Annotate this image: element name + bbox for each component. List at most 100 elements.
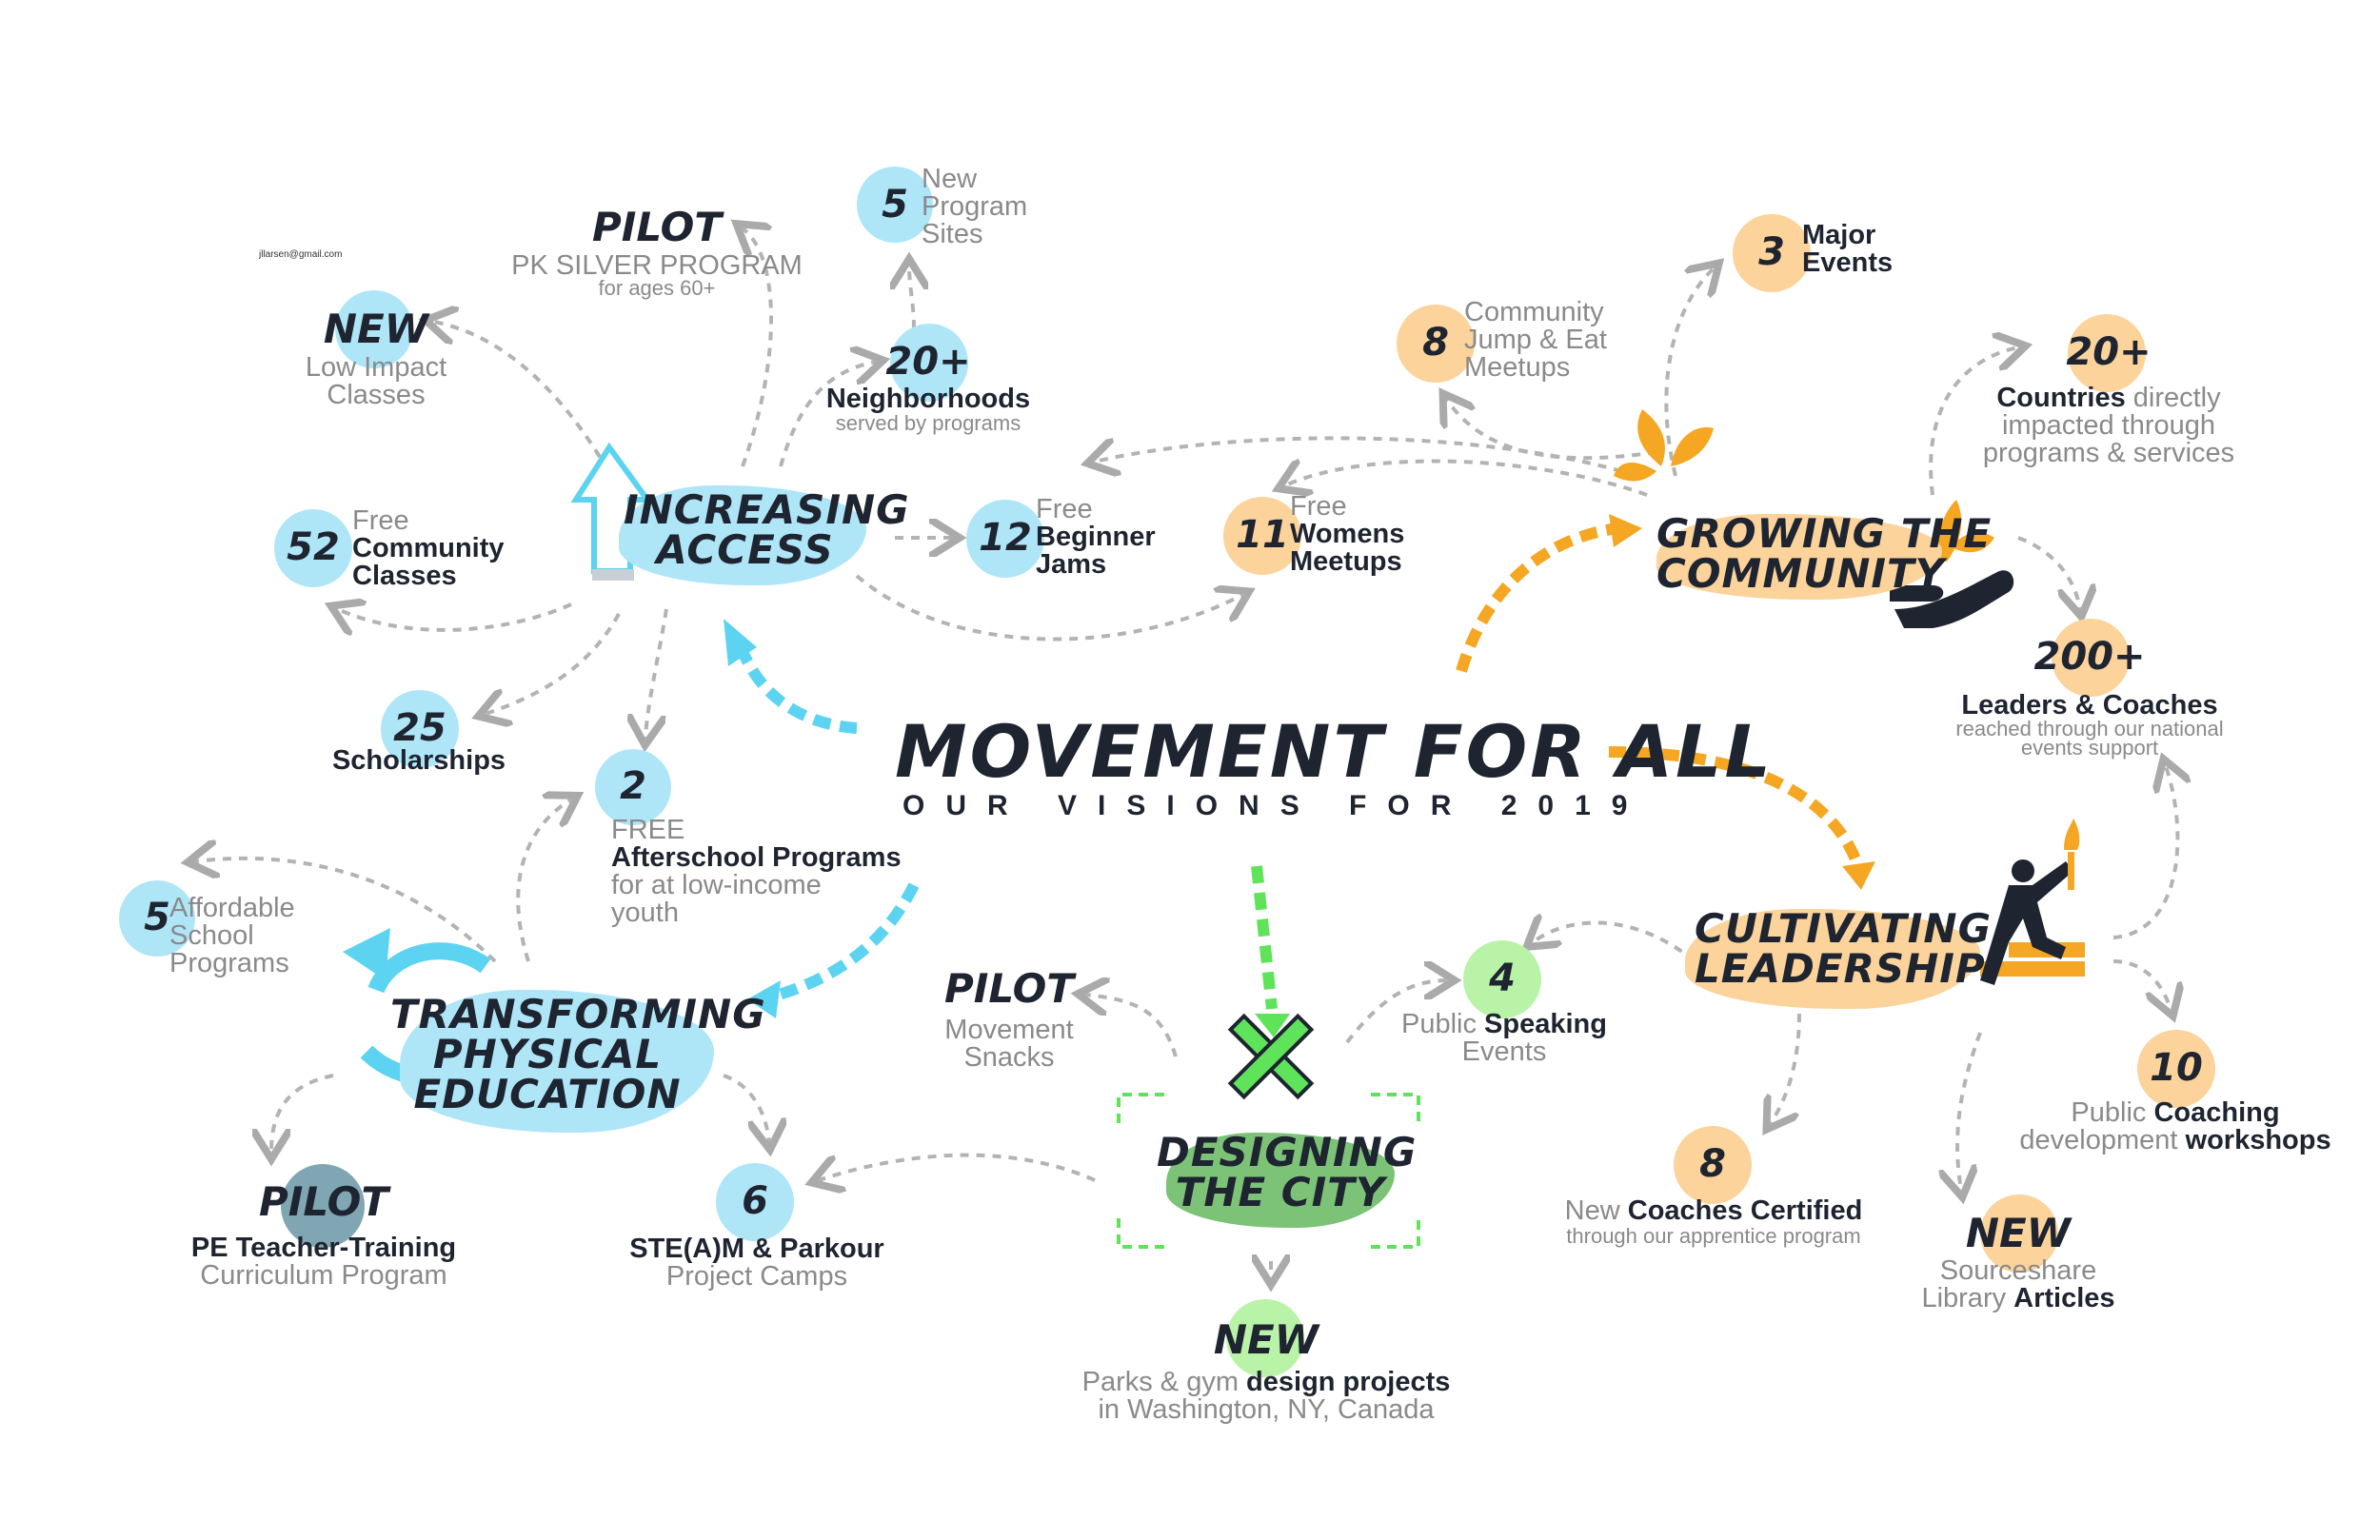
item-coaches-certified-line1: New Coaches Certified — [1523, 1197, 1904, 1225]
arrow-up-icon — [570, 442, 653, 581]
item-design-projects-line1a: Parks & gym — [1081, 1367, 1247, 1397]
arrowhead-city — [1255, 1014, 1290, 1037]
link-growing-events — [1664, 268, 1714, 477]
item-affordable-school-line1: Affordable — [169, 893, 295, 923]
link-leadership-sourceshare — [1957, 1032, 1982, 1190]
link-growing-womens — [1285, 462, 1648, 495]
item-pilot-pk-line1: PK SILVER PROGRAM — [511, 250, 803, 281]
main-arrow-access — [732, 636, 858, 734]
item-new-low-impact-circle — [335, 290, 413, 368]
splash-growing-community — [1656, 514, 1942, 600]
item-leaders-circle — [2052, 619, 2130, 697]
item-womens-meetups-line1: Free — [1290, 491, 1347, 522]
item-leaders-number: 200+ — [2033, 635, 2146, 679]
item-speaking-line1b: Speaking — [1484, 1009, 1607, 1039]
item-community-classes-circle — [274, 509, 352, 587]
main-arrow-growing — [1456, 523, 1619, 673]
item-leaders-line1: Leaders & Coaches — [1961, 690, 2218, 721]
hub-transforming-pe[interactable]: TRANSFORMING PHYSICAL EDUCATION — [390, 995, 765, 1117]
item-sourceshare-line2: Library Articles — [1894, 1285, 2142, 1313]
hub-transforming-pe-line3: EDUCATION — [413, 1071, 682, 1117]
item-coaching-workshops-line2a: development — [2019, 1125, 2186, 1155]
item-steam-number: 6 — [742, 1179, 768, 1223]
item-countries-line2: impacted through — [2001, 410, 2216, 441]
item-affordable-school-line2: School — [169, 920, 254, 951]
item-design-projects-line2: in Washington, NY, Canada — [1098, 1394, 1435, 1425]
item-scholarships-circle — [381, 690, 459, 768]
arrowhead-pe — [747, 980, 781, 1018]
hub-cultivating-leadership-line1: CULTIVATING — [1695, 905, 1993, 952]
item-neighborhoods-line1: Neighborhoods — [825, 384, 1031, 414]
item-design-projects-circle — [1226, 1299, 1304, 1377]
item-community-classes-number: 52 — [287, 525, 340, 569]
item-jump-eat-circle — [1397, 305, 1475, 383]
splash-increasing-access — [619, 485, 866, 585]
item-movement-snacks-number: PILOT — [943, 965, 1075, 1012]
hub-designing-city[interactable]: DESIGNING THE CITY — [1157, 1133, 1416, 1213]
item-pe-training-number: PILOT — [258, 1178, 389, 1225]
item-beginner-jams-circle — [966, 500, 1044, 578]
hub-increasing-access[interactable]: INCREASING ACCESS — [624, 490, 909, 570]
link-growing-jams — [1095, 436, 1638, 476]
link-leadership-leaders — [2112, 766, 2177, 939]
link-access-25 — [486, 613, 621, 714]
item-design-projects-line1b: design projects — [1246, 1367, 1451, 1397]
main-arrow-pe — [760, 882, 920, 1005]
frame-corner-br — [1371, 1218, 1420, 1249]
item-countries-line1a: Countries — [1996, 383, 2126, 413]
item-major-events-number: 3 — [1758, 230, 1785, 274]
link-neigh-sites — [909, 267, 914, 329]
item-scholarships-number: 25 — [393, 706, 446, 750]
item-new-sites-circle — [857, 167, 933, 243]
item-afterschool-line3: for at low-income — [611, 870, 822, 900]
item-sourceshare-circle — [1980, 1194, 2058, 1273]
link-city-steam — [819, 1153, 1096, 1180]
item-womens-meetups-line2: Womens — [1290, 519, 1405, 549]
link-city-speaking — [1345, 980, 1447, 1044]
item-sourceshare-line2b: Articles — [2013, 1283, 2115, 1313]
main-arrow-leadership — [1608, 746, 1862, 864]
link-access-pilot — [743, 228, 773, 467]
page-subtitle: OUR VISIONS FOR 2019 — [902, 790, 1649, 821]
frame-corner-tr — [1371, 1093, 1420, 1123]
item-new-sites-line1: New — [922, 164, 978, 194]
item-speaking-circle — [1463, 940, 1541, 1018]
item-coaching-workshops-line1: Public Coaching — [1999, 1099, 2351, 1127]
pencil-ruler-icon — [1227, 1013, 1315, 1100]
link-access-womens — [855, 574, 1242, 642]
item-coaches-certified-line1b: Coaches Certified — [1627, 1195, 1863, 1226]
page-title: MOVEMENT FOR ALL — [895, 709, 1774, 794]
item-coaching-workshops-circle — [2137, 1030, 2215, 1108]
link-access-52 — [338, 604, 572, 630]
arrowhead-access — [724, 619, 757, 666]
item-coaches-certified-circle — [1674, 1126, 1752, 1204]
item-sourceshare-number: NEW — [1965, 1210, 2072, 1256]
item-womens-meetups-line3: Meetups — [1290, 546, 1402, 577]
arrowhead-leadership — [1842, 861, 1875, 890]
frame-corner-bl — [1117, 1218, 1166, 1249]
item-major-events-line2: Events — [1802, 247, 1894, 278]
link-access-new — [433, 322, 602, 459]
link-growing-jump — [1447, 400, 1657, 461]
item-leaders-line3: events support — [2020, 736, 2159, 760]
item-pe-training-line1: PE Teacher-Training — [190, 1233, 457, 1263]
climbing-person-torch-icon — [1980, 819, 2085, 985]
link-pe-pilot — [271, 1074, 334, 1152]
item-affordable-school-number: 5 — [144, 896, 170, 939]
item-community-classes-line3: Classes — [352, 561, 457, 591]
link-leadership-coaches — [1771, 1013, 1801, 1123]
item-coaching-workshops-line1b: Coaching — [2153, 1097, 2280, 1128]
item-afterschool-line1: FREE — [611, 815, 685, 845]
item-countries-line3: programs & services — [1982, 438, 2235, 468]
hub-cultivating-leadership[interactable]: CULTIVATING LEADERSHIP — [1695, 905, 1993, 989]
item-beginner-jams-line1: Free — [1036, 494, 1093, 524]
item-neighborhoods-circle — [890, 324, 968, 402]
item-community-classes-line1: Free — [352, 505, 409, 536]
item-major-events-circle — [1733, 214, 1811, 292]
item-beginner-jams-line2: Beginner — [1036, 522, 1156, 552]
item-new-sites-number: 5 — [882, 183, 908, 227]
splash-cultivating-leadership — [1685, 909, 1980, 1009]
hub-growing-community[interactable]: GROWING THE COMMUNITY — [1656, 514, 1991, 594]
item-countries-circle — [2068, 314, 2146, 392]
